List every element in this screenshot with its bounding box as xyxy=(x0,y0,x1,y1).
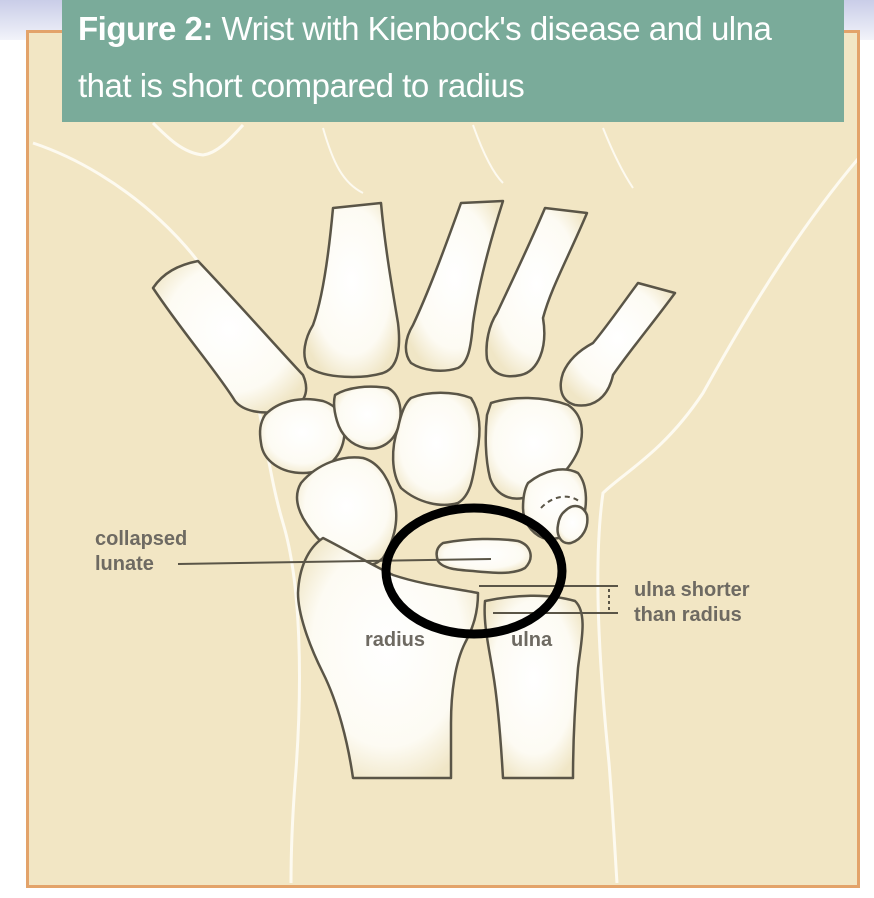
ulna-bone xyxy=(485,596,583,778)
collapsed-lunate-label: collapsed lunate xyxy=(95,527,187,577)
collapsed-lunate-label-line1: collapsed xyxy=(95,527,187,552)
metacarpal-1 xyxy=(153,261,306,413)
figure-caption: Figure 2: Wrist with Kienbock's disease … xyxy=(62,0,844,122)
ulna-shorter-label-line1: ulna shorter xyxy=(634,578,750,603)
metacarpal-2 xyxy=(304,203,399,377)
ulna-label: ulna xyxy=(511,628,552,653)
figure-label: Figure 2: xyxy=(78,10,213,47)
wrist-anatomy-diagram xyxy=(29,33,857,885)
ulna-shorter-label: ulna shorter than radius xyxy=(634,578,750,628)
carpals xyxy=(260,387,587,573)
hand-outline-left xyxy=(33,143,299,883)
metacarpal-4 xyxy=(486,208,587,376)
hand-outline-right xyxy=(598,153,857,883)
radius-label: radius xyxy=(365,628,425,653)
collapsed-lunate-label-line2: lunate xyxy=(95,552,187,577)
fingers-outline xyxy=(323,125,633,193)
metacarpal-5 xyxy=(561,283,675,406)
diagram-frame xyxy=(26,30,860,888)
thumb-outline xyxy=(153,123,243,155)
lunate-collapsed xyxy=(437,539,531,573)
forearm-bones xyxy=(298,538,583,778)
ulna-shorter-label-line2: than radius xyxy=(634,603,750,628)
capitate xyxy=(393,393,479,505)
metacarpals xyxy=(153,201,675,413)
